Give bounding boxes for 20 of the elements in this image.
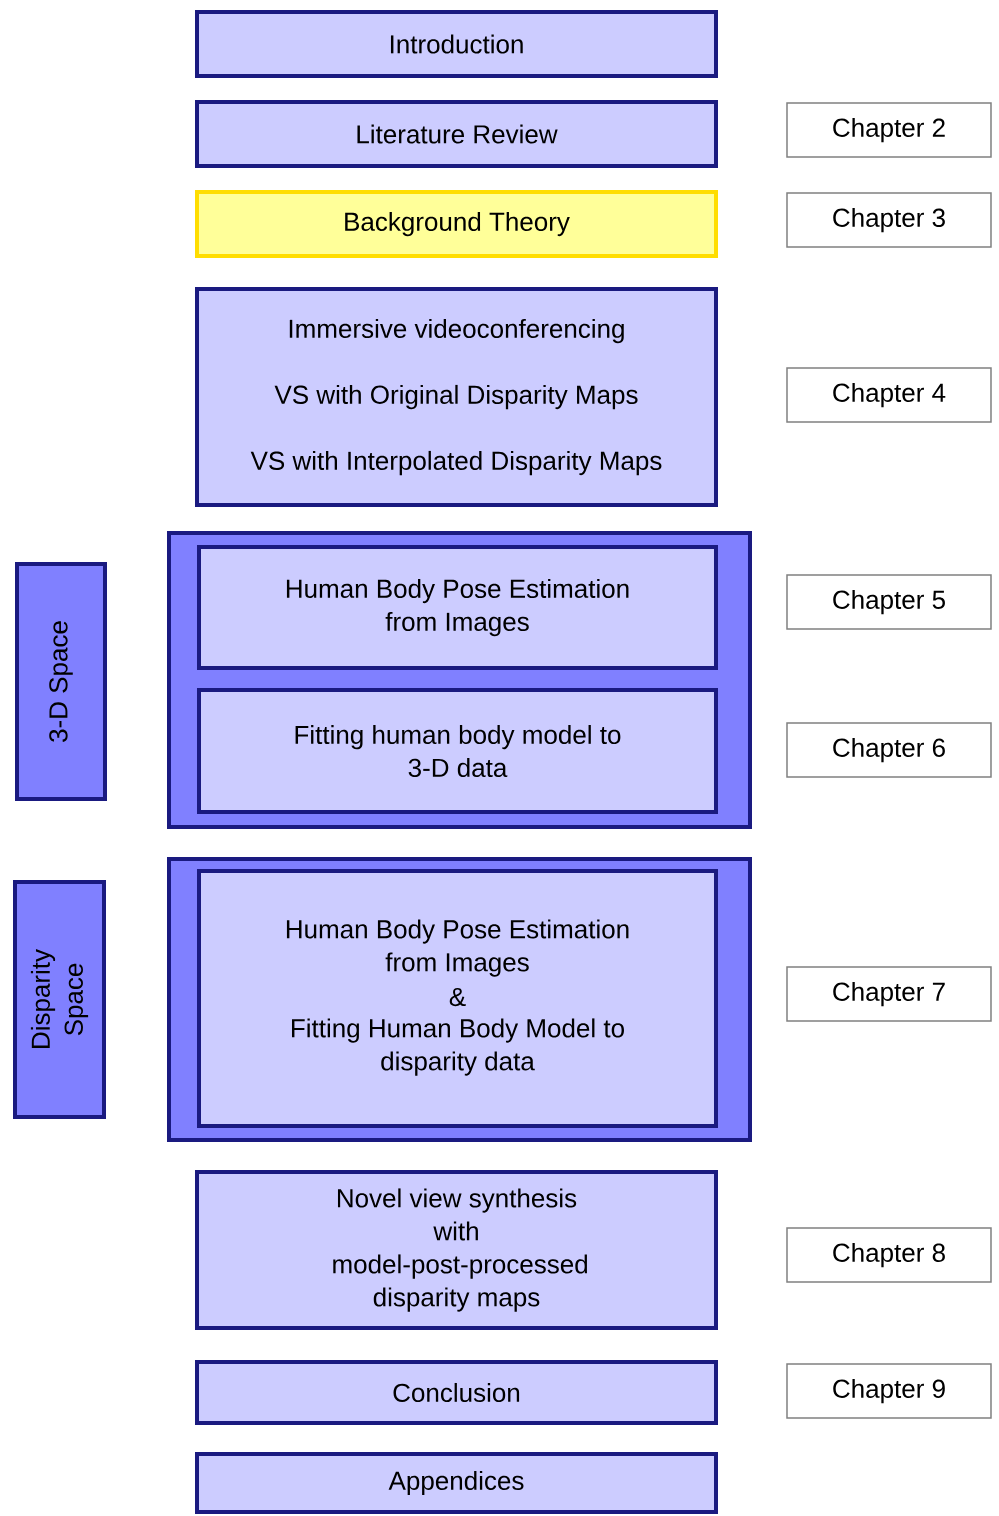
chapter-box: Conclusion bbox=[195, 1360, 718, 1425]
chapter-box: Appendices bbox=[195, 1452, 718, 1514]
chapter-label-box: Chapter 3 bbox=[786, 192, 992, 248]
chapter-label-box: Chapter 6 bbox=[786, 722, 992, 778]
chapter-box: Background Theory bbox=[195, 190, 718, 258]
chapter-label-box: Chapter 2 bbox=[786, 102, 992, 158]
chapter-box: Introduction bbox=[195, 10, 718, 78]
chapter-label-box: Chapter 4 bbox=[786, 367, 992, 423]
chapter-box: Literature Review bbox=[195, 100, 718, 168]
chapter-box: Fitting human body model to 3-D data bbox=[197, 688, 718, 814]
chapter-label-box: Chapter 5 bbox=[786, 574, 992, 630]
chapter-box: Human Body Pose Estimation from Images bbox=[197, 545, 718, 670]
side-label-box: Disparity Space bbox=[13, 880, 106, 1119]
chapter-label-box: Chapter 8 bbox=[786, 1227, 992, 1283]
chapter-box: Human Body Pose Estimation from Images & Fitting Human Body Model to disparity data bbox=[197, 869, 718, 1128]
chapter-label-box: Chapter 7 bbox=[786, 966, 992, 1022]
chapter-box: Novel view synthesis with model-post-processed disparity maps bbox=[195, 1170, 718, 1330]
chapter-label-box: Chapter 9 bbox=[786, 1363, 992, 1419]
chapter-box: Immersive videoconferencing VS with Original Disparity Maps VS with Interpolated Disparity Maps bbox=[195, 287, 718, 507]
side-label-box: 3-D Space bbox=[15, 562, 107, 801]
